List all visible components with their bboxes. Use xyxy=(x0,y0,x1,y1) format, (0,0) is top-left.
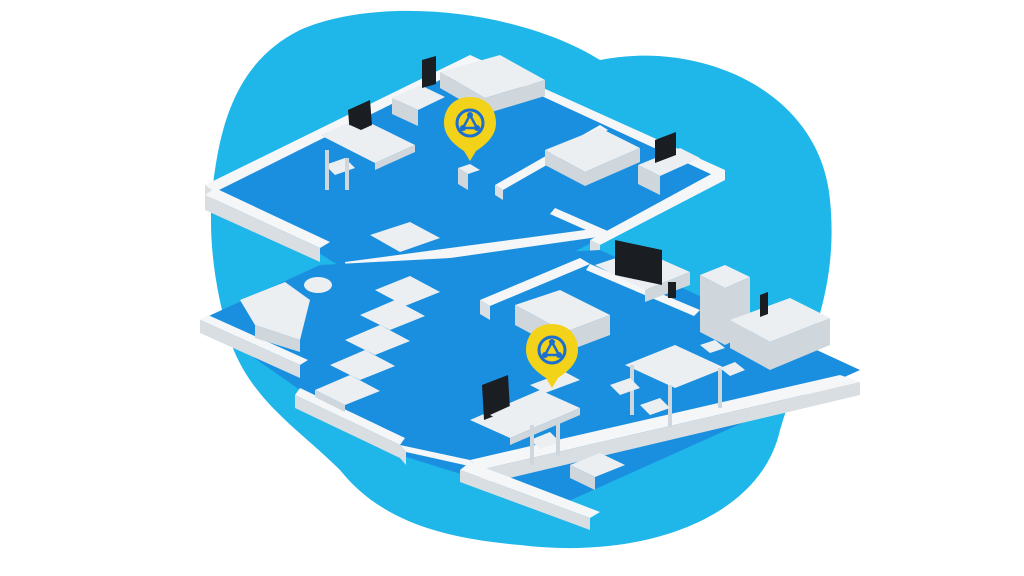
laptop-screen-upper xyxy=(348,100,372,135)
phone-lower xyxy=(760,292,768,317)
mesh-network-pin-icon xyxy=(526,324,578,388)
bathtub xyxy=(240,277,332,352)
stairs xyxy=(315,222,440,412)
tv-screen xyxy=(615,240,662,285)
upper-furniture xyxy=(320,55,700,195)
tablet-upper xyxy=(422,56,436,88)
laptop-screen-lower xyxy=(482,375,510,420)
monitor-upper-right xyxy=(655,132,676,163)
mesh-network-pin-icon xyxy=(444,97,496,161)
mesh-router-upper xyxy=(458,164,480,174)
